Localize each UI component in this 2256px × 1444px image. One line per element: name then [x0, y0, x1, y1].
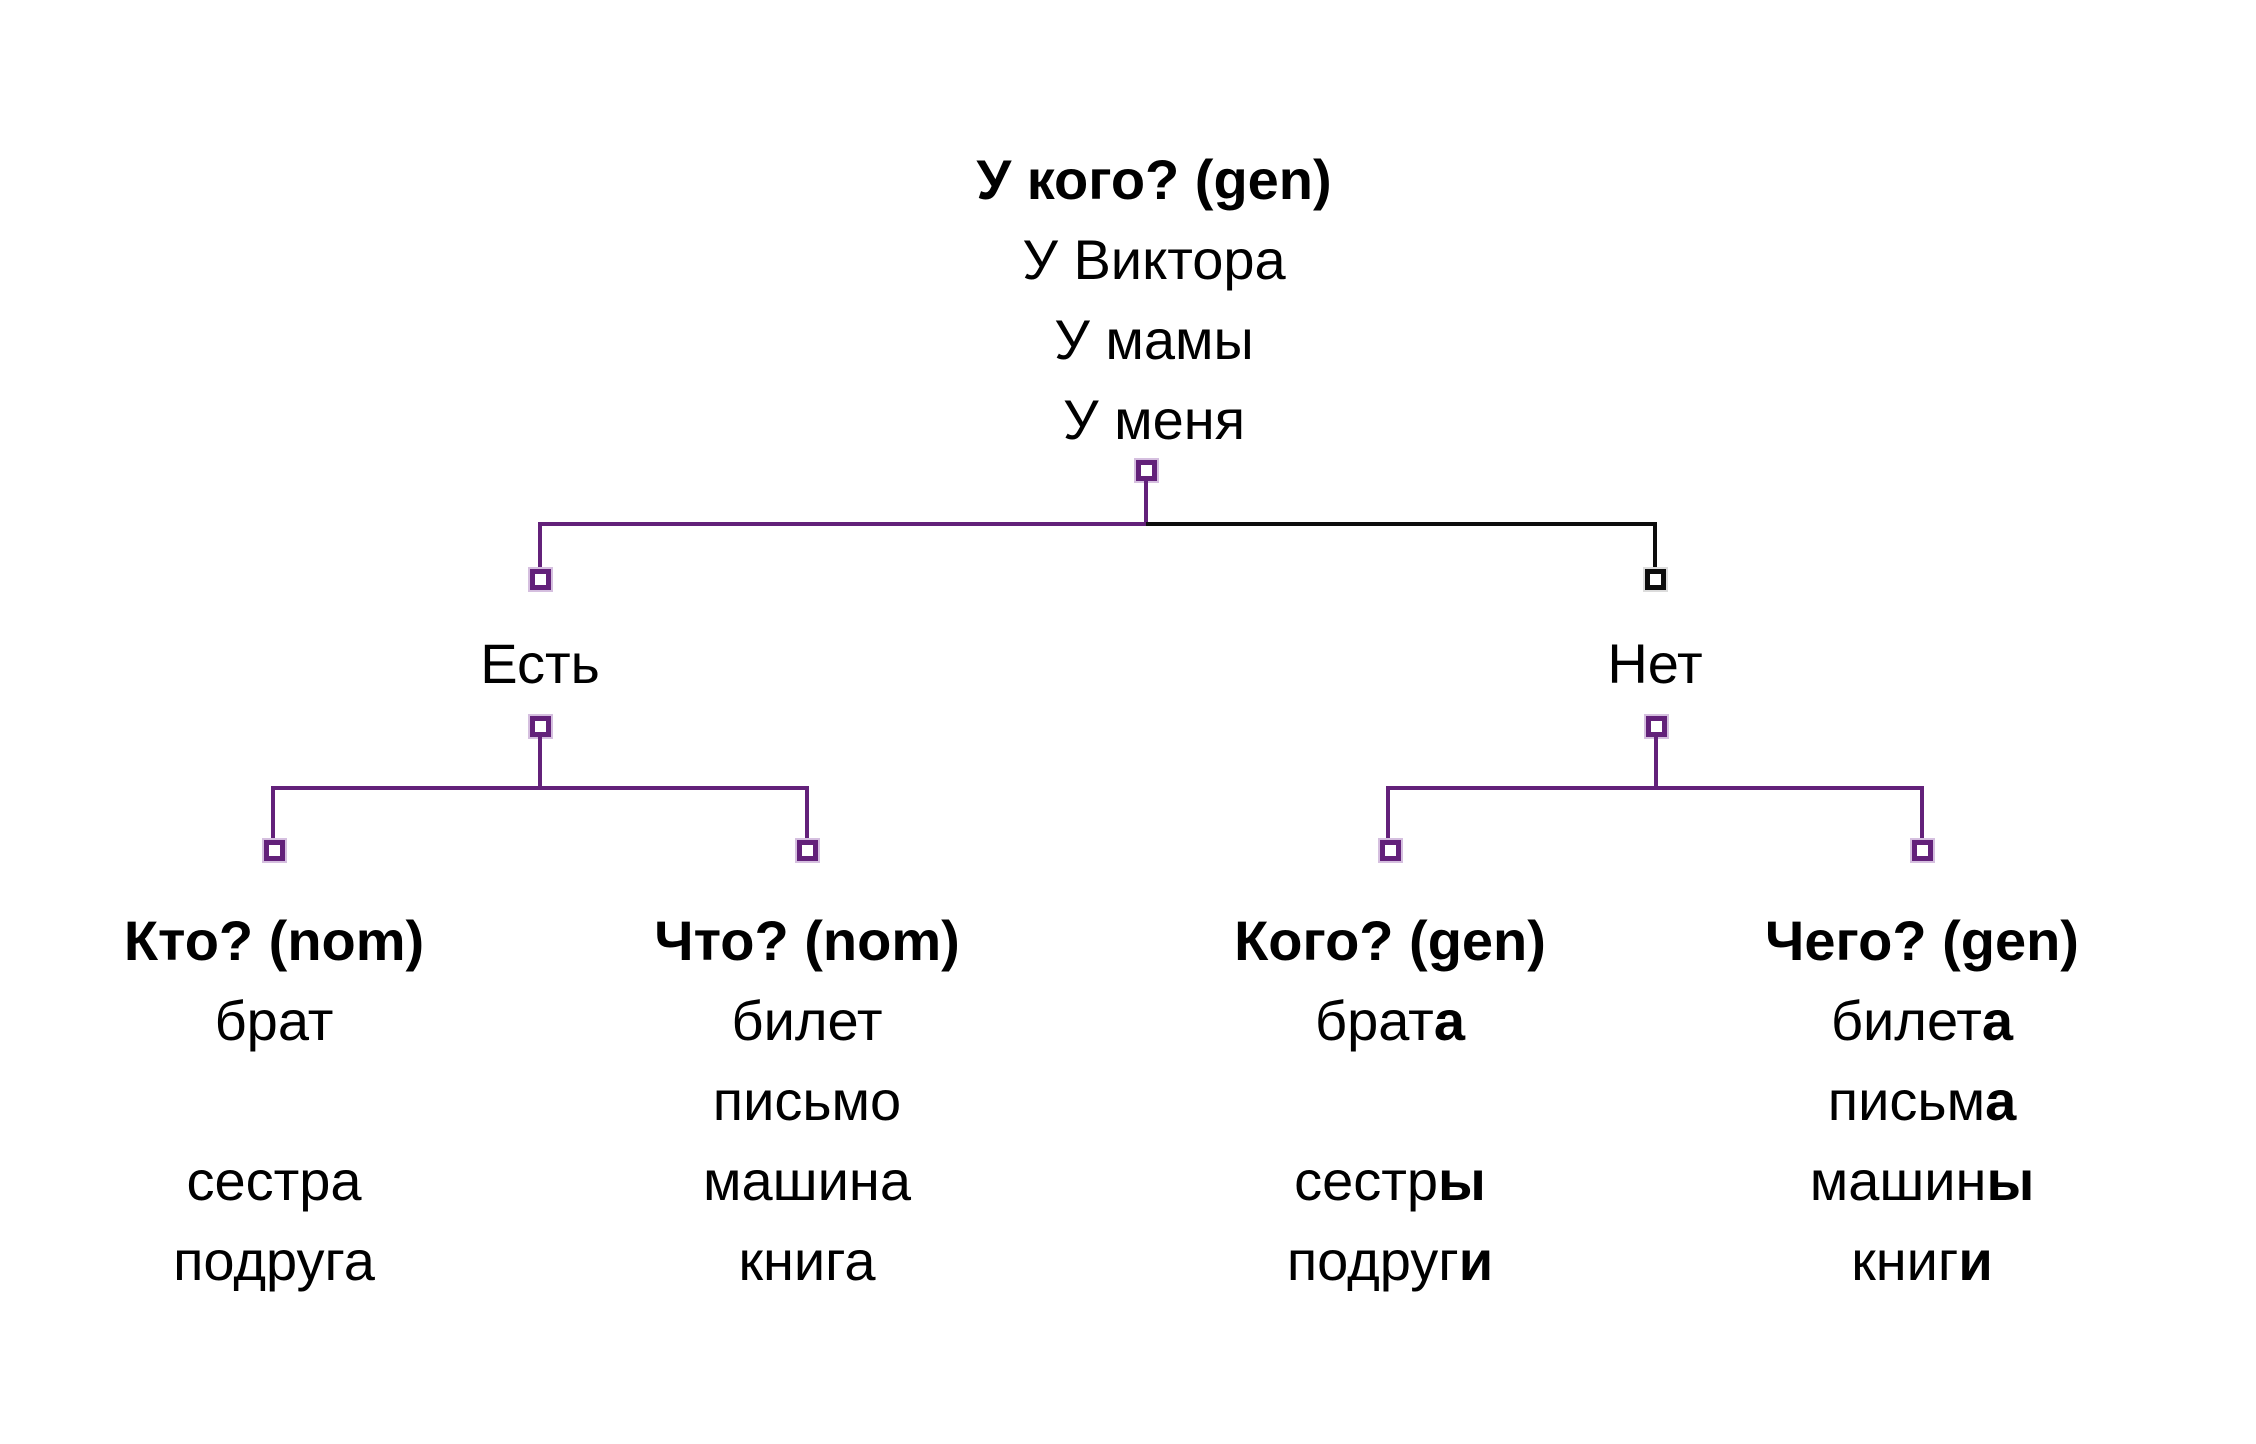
word-row: книга — [654, 1221, 960, 1301]
word-stem: книга — [738, 1229, 876, 1292]
word-ending: и — [1958, 1229, 1993, 1292]
word-row: подруги — [1234, 1221, 1546, 1301]
word-stem: машин — [1809, 1149, 1987, 1212]
root-example-2: У мамы — [1054, 308, 1254, 371]
word-row: книги — [1765, 1221, 2079, 1301]
root-question: У кого? (gen) — [976, 148, 1332, 211]
branch-est-label: Есть — [480, 632, 600, 695]
est-anchor-square — [530, 569, 551, 590]
root-connector-vertical — [1144, 479, 1148, 526]
word-stem: письм — [1827, 1069, 1986, 1132]
word-row: билет — [654, 981, 960, 1061]
word-stem: подруг — [1286, 1229, 1459, 1292]
word-row: машины — [1765, 1141, 2079, 1221]
word-stem: сестра — [186, 1149, 362, 1212]
word-row: машина — [654, 1141, 960, 1221]
word-stem: брат — [214, 989, 334, 1052]
chto-anchor-square — [797, 840, 818, 861]
est-subtree-parent-square — [530, 716, 551, 737]
column-header: Чего? (gen) — [1765, 909, 2079, 972]
branch-est: Есть — [480, 624, 600, 704]
word-row: сестра — [124, 1141, 424, 1221]
chego-anchor-square — [1912, 840, 1933, 861]
column-header: Что? (nom) — [654, 909, 960, 972]
column-kto-nom: Кто? (nom) брат сестра подруга — [124, 901, 424, 1301]
column-kogo-gen: Кого? (gen) брата сестры подруги — [1234, 901, 1546, 1301]
column-chego-gen: Чего? (gen) билета письма машины книги — [1765, 901, 2079, 1301]
word-row: письмо — [654, 1061, 960, 1141]
branch-net: Нет — [1607, 624, 1702, 704]
word-stem: сестр — [1294, 1149, 1439, 1212]
word-row — [1234, 1061, 1546, 1141]
word-ending: а — [1981, 989, 2014, 1052]
column-header: Кого? (gen) — [1234, 909, 1546, 972]
word-row: брата — [1234, 981, 1546, 1061]
word-row: билета — [1765, 981, 2079, 1061]
est-subtree-vertical — [538, 736, 542, 788]
word-stem: брат — [1315, 989, 1434, 1052]
est-subtree-left-drop — [271, 786, 275, 842]
net-subtree-horizontal — [1386, 786, 1924, 790]
net-drop-line — [1653, 522, 1657, 571]
net-subtree-right-drop — [1920, 786, 1924, 842]
root-anchor-square — [1136, 460, 1157, 481]
word-ending: и — [1458, 1229, 1494, 1292]
root-example-3: У меня — [1062, 388, 1246, 451]
word-ending: а — [1433, 989, 1465, 1052]
column-chto-nom: Что? (nom) билет письмо машина книга — [654, 901, 960, 1301]
word-stem: билет — [1830, 989, 1982, 1052]
est-subtree-horizontal — [271, 786, 809, 790]
word-stem: билет — [731, 989, 883, 1052]
word-row: сестры — [1234, 1141, 1546, 1221]
root-connector-horizontal-left — [538, 522, 1148, 526]
kto-anchor-square — [264, 840, 285, 861]
net-subtree-left-drop — [1386, 786, 1390, 842]
net-subtree-vertical — [1654, 736, 1658, 788]
word-row: подруга — [124, 1221, 424, 1301]
root-connector-horizontal-right — [1146, 522, 1657, 526]
word-stem: письмо — [712, 1069, 902, 1132]
word-row: письма — [1765, 1061, 2079, 1141]
word-row: брат — [124, 981, 424, 1061]
column-header: Кто? (nom) — [123, 909, 425, 972]
root-example-1: У Виктора — [1022, 228, 1286, 291]
kogo-anchor-square — [1380, 840, 1401, 861]
word-stem: машина — [703, 1149, 911, 1212]
branch-net-label: Нет — [1607, 632, 1703, 695]
net-anchor-square — [1645, 569, 1666, 590]
est-drop-line — [538, 522, 542, 571]
word-ending: ы — [1438, 1149, 1486, 1212]
word-stem: книг — [1851, 1229, 1959, 1292]
root-node: У кого? (gen) У Виктора У мамы У меня — [976, 140, 1331, 460]
net-subtree-parent-square — [1646, 716, 1667, 737]
word-ending: ы — [1986, 1149, 2035, 1212]
word-row — [124, 1061, 424, 1141]
est-subtree-right-drop — [805, 786, 809, 842]
word-stem: подруга — [173, 1229, 375, 1292]
word-ending: а — [1985, 1069, 2017, 1132]
